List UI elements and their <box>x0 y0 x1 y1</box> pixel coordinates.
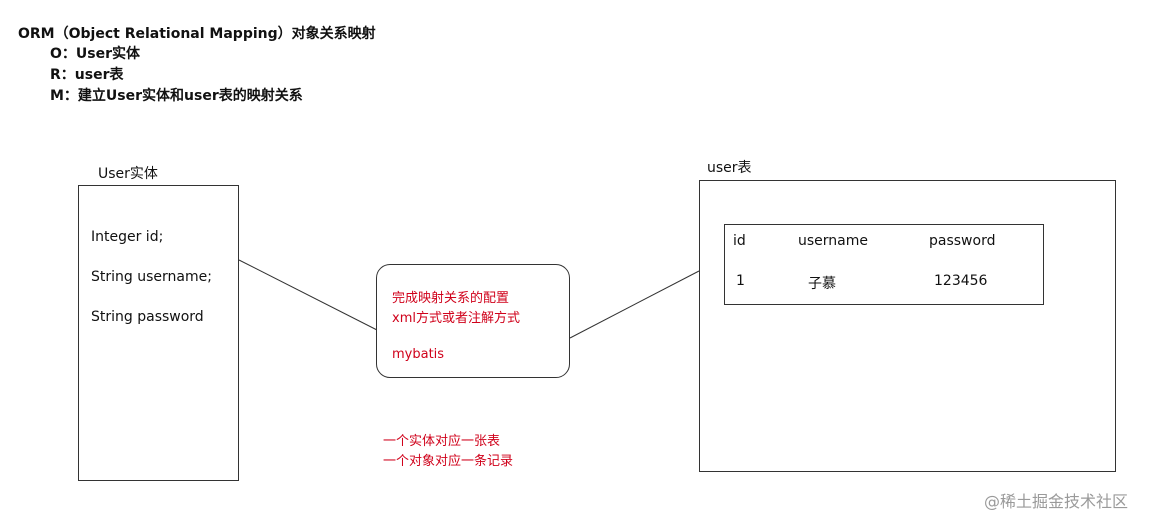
entity-field-username: String username; <box>91 269 212 285</box>
watermark: @稀土掘金技术社区 <box>984 492 1129 511</box>
header-line-mapping: M：建立User实体和user表的映射关系 <box>50 88 303 104</box>
note-line-table: 一个实体对应一张表 <box>383 434 501 449</box>
page-title: ORM（Object Relational Mapping）对象关系映射 <box>18 26 376 42</box>
entity-field-id: Integer id; <box>91 229 164 245</box>
table-title: user表 <box>707 160 752 176</box>
connector-mapping-to-table <box>569 270 700 339</box>
entity-title: User实体 <box>98 166 158 182</box>
table-cell-id: 1 <box>736 273 745 289</box>
table-outer-box: id username password 1 子慕 123456 <box>699 180 1116 472</box>
table-cell-password: 123456 <box>934 273 988 289</box>
mapping-line-method: xml方式或者注解方式 <box>392 311 520 326</box>
table-header-password: password <box>929 233 996 249</box>
table-cell-username: 子慕 <box>808 276 836 292</box>
table-header-id: id <box>733 233 746 249</box>
header-line-object: O：User实体 <box>50 46 141 62</box>
connector-entity-to-mapping <box>238 259 378 331</box>
entity-box: Integer id; String username; String pass… <box>78 185 239 481</box>
entity-field-password: String password <box>91 309 204 325</box>
mapping-box: 完成映射关系的配置 xml方式或者注解方式 mybatis <box>376 264 570 378</box>
mapping-line-framework: mybatis <box>392 347 445 362</box>
note-line-record: 一个对象对应一条记录 <box>383 454 514 469</box>
table-header-username: username <box>798 233 868 249</box>
header-line-relational: R：user表 <box>50 67 124 83</box>
table-inner-box: id username password 1 子慕 123456 <box>724 224 1044 305</box>
mapping-line-config: 完成映射关系的配置 <box>392 291 510 306</box>
